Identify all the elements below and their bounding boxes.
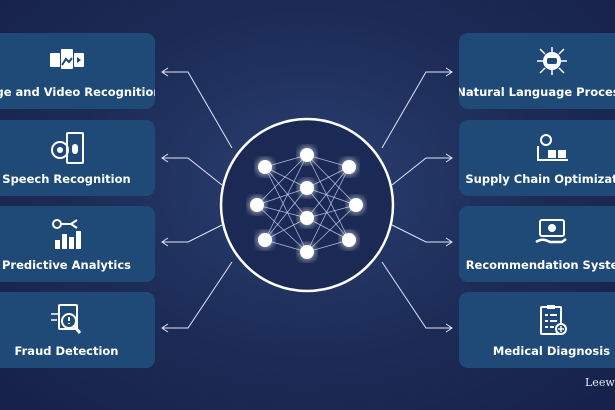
network-edge <box>256 204 308 253</box>
connector-arrow-left <box>162 261 233 329</box>
card-label: Medical Diagnosis <box>492 344 611 358</box>
network-node <box>258 160 272 174</box>
network-node <box>300 245 314 259</box>
network-node <box>250 198 264 212</box>
network-node <box>342 160 356 174</box>
arrowhead-icon <box>445 323 453 333</box>
card-label: Predictive Analytics <box>1 258 131 272</box>
network-node <box>342 233 356 247</box>
network-edge <box>256 154 308 206</box>
network-edge <box>264 187 308 241</box>
connector-arrow-right <box>391 224 452 243</box>
card-medical-diagnosis: Medical Diagnosis <box>459 292 615 368</box>
arrowhead-icon <box>161 237 169 247</box>
brand-logo: Leeway <box>585 376 615 389</box>
arrowhead-icon <box>445 153 453 163</box>
network-edge <box>306 154 350 241</box>
speech-icon <box>50 132 84 164</box>
media-icon <box>49 49 84 69</box>
connector-arrow-right <box>381 71 452 149</box>
analytics-icon <box>51 219 81 249</box>
connector-arrow-left <box>162 224 223 243</box>
network-node <box>300 181 314 195</box>
card-supply-chain-optimization: Supply Chain Optimization <box>459 120 615 196</box>
connector-arrow-right <box>391 157 452 186</box>
network-edge <box>306 204 357 253</box>
connector-arrow-left <box>162 71 233 149</box>
clipboard-icon <box>539 305 567 335</box>
network-node <box>258 233 272 247</box>
card-label: Natural Language Processing <box>459 85 615 99</box>
network-edge <box>264 166 308 253</box>
card-label: Recommendation Systems <box>465 258 615 272</box>
network-edge <box>264 166 308 219</box>
card-label: Fraud Detection <box>14 344 119 358</box>
card-image-video-recognition: Image and Video Recognition <box>0 33 155 109</box>
fraud-icon <box>50 304 81 334</box>
arrowhead-icon <box>445 67 453 77</box>
card-label: Speech Recognition <box>2 172 131 186</box>
arrowhead-icon <box>161 323 169 333</box>
arrowhead-icon <box>161 153 169 163</box>
card-fraud-detection: Fraud Detection <box>0 292 155 368</box>
card-recommendation-systems: Recommendation Systems <box>459 206 615 282</box>
network-node <box>300 211 314 225</box>
card-predictive-analytics: Predictive Analytics <box>0 206 155 282</box>
card-label: Supply Chain Optimization <box>465 172 615 186</box>
center-circle <box>219 117 395 293</box>
supply-chain-icon <box>536 134 568 161</box>
chat-bot-icon <box>536 47 567 75</box>
network-edge <box>306 166 350 219</box>
connector-arrow-left <box>162 157 223 186</box>
card-speech-recognition: Speech Recognition <box>0 120 155 196</box>
network-edge <box>306 154 357 206</box>
arrowhead-icon <box>445 237 453 247</box>
network-node <box>349 198 363 212</box>
connector-arrow-right <box>381 261 452 329</box>
network-edge <box>306 187 350 241</box>
card-natural-language-processing: Natural Language Processing <box>459 33 615 109</box>
arrowhead-icon <box>161 67 169 77</box>
recommendation-icon <box>534 219 567 244</box>
card-label: Image and Video Recognition <box>0 85 155 99</box>
network-edge <box>264 154 308 241</box>
network-edge <box>306 166 350 253</box>
network-node <box>300 148 314 162</box>
